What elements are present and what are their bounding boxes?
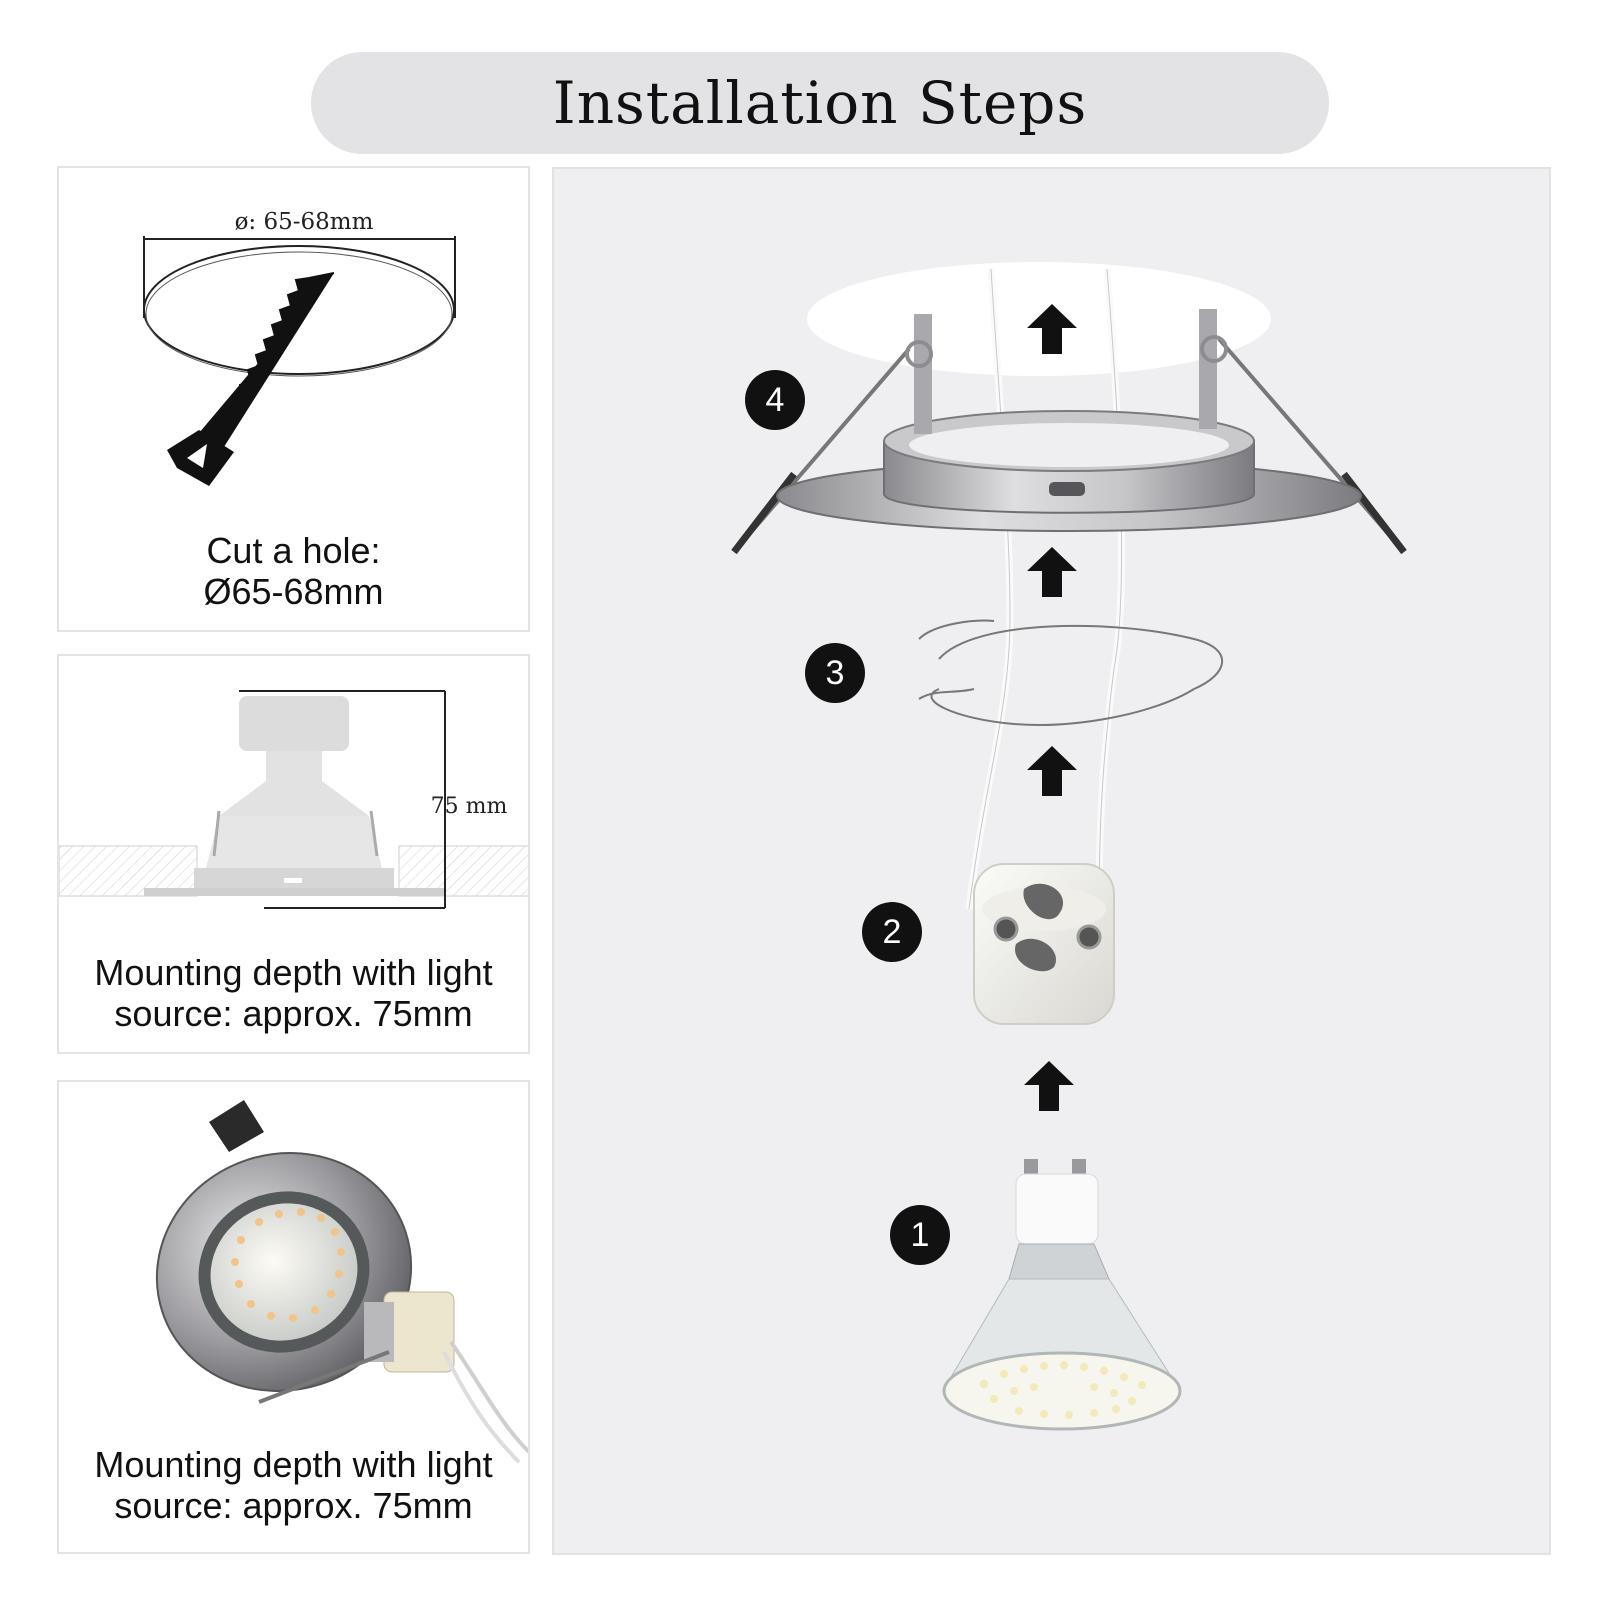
step-badge-4: 4 bbox=[745, 370, 805, 430]
page-title: Installation Steps bbox=[552, 69, 1088, 137]
gu10-socket bbox=[973, 863, 1115, 1025]
cut-hole-diagram: ø: 65-68mm bbox=[143, 209, 456, 486]
arrow-up-icon bbox=[1027, 746, 1077, 796]
mounting-depth-diagram: 75 mm bbox=[59, 690, 528, 909]
arrow-up-icon bbox=[1027, 304, 1077, 354]
panel-fixture-photo: Mounting depth with light source: approx… bbox=[57, 1080, 530, 1554]
panel-cut-hole: ø: 65-68mm Cut a hole: Ø65-68mm bbox=[57, 166, 530, 632]
mounting-depth-caption-line2: source: approx. 75mm bbox=[114, 993, 473, 1034]
depth-dimension-label: 75 mm bbox=[431, 794, 508, 819]
saw-icon bbox=[167, 272, 335, 486]
arrow-up-icon bbox=[1027, 547, 1077, 597]
cut-hole-caption-line1: Cut a hole: bbox=[206, 530, 381, 571]
gu10-led-bulb bbox=[942, 1159, 1182, 1431]
fixture-housing bbox=[731, 309, 1407, 555]
fixture-caption-line2: source: approx. 75mm bbox=[114, 1485, 473, 1526]
mounting-depth-caption-line1: Mounting depth with light bbox=[94, 952, 493, 993]
cut-hole-caption-line2: Ø65-68mm bbox=[203, 571, 384, 612]
step-badge-1: 1 bbox=[890, 1205, 950, 1265]
diameter-label: ø: 65-68mm bbox=[235, 209, 374, 235]
retaining-ring bbox=[918, 619, 1224, 726]
arrow-up-icons bbox=[1024, 304, 1077, 1111]
panel-mounting-depth: 75 mm Mounting depth with light source: … bbox=[57, 654, 530, 1054]
step-badge-2: 2 bbox=[862, 902, 922, 962]
fixture-illustration bbox=[155, 1100, 528, 1464]
exploded-assembly-panel: 4 3 2 1 bbox=[552, 167, 1551, 1555]
title-banner: Installation Steps bbox=[311, 52, 1329, 154]
step-badge-3: 3 bbox=[805, 643, 865, 703]
fixture-caption-line1: Mounting depth with light bbox=[94, 1444, 493, 1485]
arrow-up-icon bbox=[1024, 1061, 1074, 1111]
exploded-assembly-diagram bbox=[731, 262, 1407, 1431]
lamp-cap bbox=[239, 696, 349, 751]
